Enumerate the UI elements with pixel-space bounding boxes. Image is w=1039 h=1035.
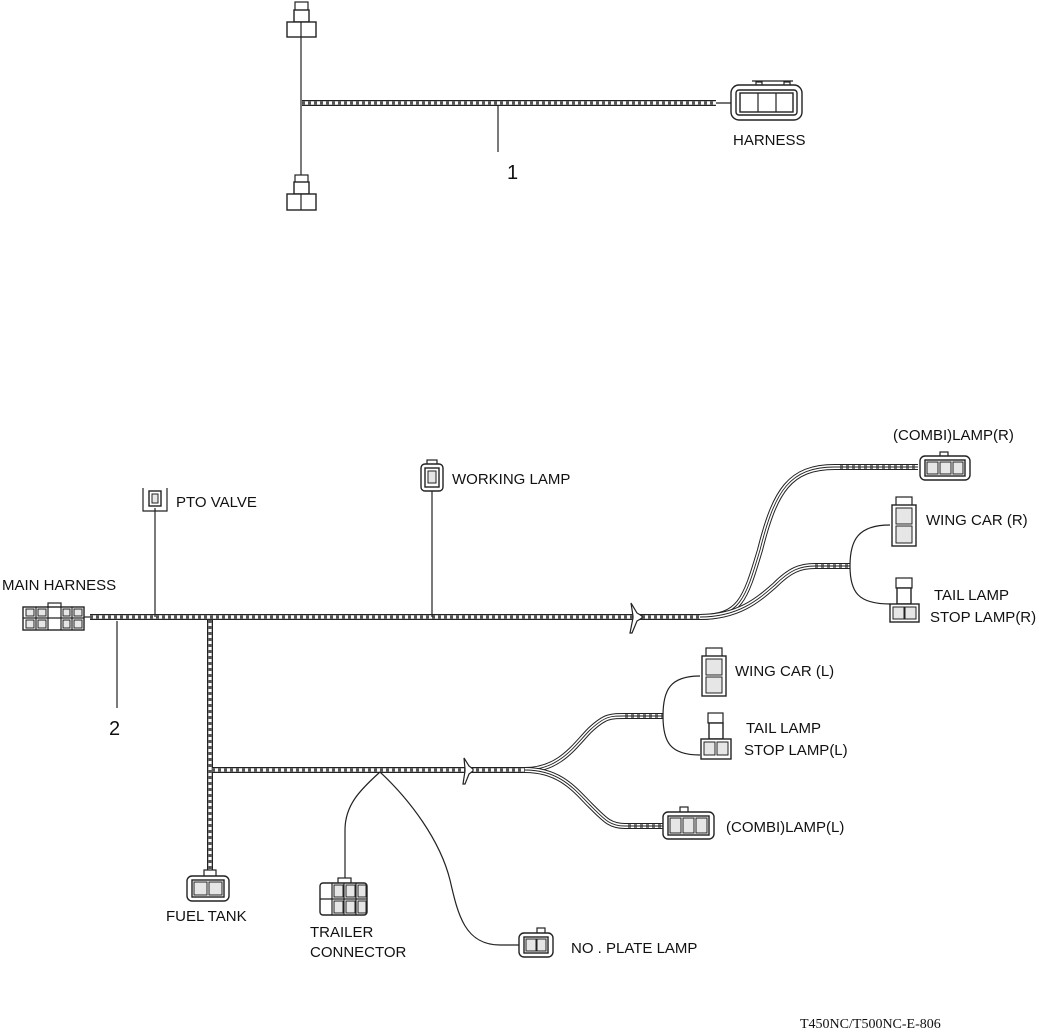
part-2-main-harness: PTO VALVE WORKING LAMP — [2, 427, 1036, 961]
working-lamp-connector — [420, 459, 444, 492]
trailer-connector-wire — [344, 771, 381, 880]
tail-lamp-r-wire — [849, 565, 891, 605]
wing-tail-r-branch — [699, 563, 850, 620]
no-plate-lamp-label: NO . PLATE LAMP — [571, 940, 697, 957]
part-1-harness-assembly: HARNESS 1 — [286, 1, 806, 211]
wing-tail-l-branch — [524, 713, 663, 773]
tail-lamp-r-label-line1: TAIL LAMP — [934, 587, 1009, 604]
tail-lamp-l-label-line2: STOP LAMP(L) — [744, 742, 848, 759]
part1-connector-bottom — [286, 174, 317, 211]
harness-connector — [730, 80, 803, 121]
fuel-tank-connector — [186, 869, 230, 902]
wing-car-r-connector — [891, 496, 917, 547]
trailer-connector-label-line2: CONNECTOR — [310, 944, 407, 961]
combi-lamp-l-label: (COMBI)LAMP(L) — [726, 819, 844, 836]
harness-label: HARNESS — [733, 132, 806, 149]
wing-car-l-connector — [701, 647, 727, 697]
wing-car-l-wire — [662, 675, 701, 717]
no-plate-lamp-wire — [379, 771, 520, 946]
document-code: T450NC/T500NC-E-806 — [800, 1017, 941, 1032]
combi-lamp-r-connector — [919, 451, 971, 481]
main-harness-label: MAIN HARNESS — [2, 577, 116, 594]
callout-2-number: 2 — [109, 718, 120, 740]
tail-lamp-r-connector — [889, 577, 920, 623]
wing-car-r-label: WING CAR (R) — [926, 512, 1028, 529]
combi-lamp-r-branch — [699, 464, 918, 620]
no-plate-lamp-connector — [518, 927, 554, 958]
tail-lamp-l-label-line1: TAIL LAMP — [746, 720, 821, 737]
wing-car-l-label: WING CAR (L) — [735, 663, 834, 680]
part1-connector-top — [286, 1, 317, 38]
combi-lamp-r-label: (COMBI)LAMP(R) — [893, 427, 1014, 444]
tail-lamp-r-label-line2: STOP LAMP(R) — [930, 609, 1036, 626]
fuel-tank-label: FUEL TANK — [166, 908, 247, 925]
combi-lamp-l-branch — [524, 767, 663, 829]
main-harness-connector — [22, 602, 85, 631]
callout-1-number: 1 — [507, 162, 518, 184]
pto-valve-connector — [142, 488, 168, 512]
tail-lamp-l-wire — [662, 715, 701, 756]
grommet-lower — [462, 757, 474, 785]
combi-lamp-l-connector — [662, 806, 715, 840]
wing-car-r-wire — [849, 524, 891, 567]
pto-valve-label: PTO VALVE — [176, 494, 257, 511]
working-lamp-label: WORKING LAMP — [452, 471, 570, 488]
grommet-upper — [629, 602, 643, 634]
tail-lamp-l-connector — [700, 712, 732, 760]
trailer-connector — [319, 877, 368, 916]
trailer-connector-label-line1: TRAILER — [310, 924, 374, 941]
